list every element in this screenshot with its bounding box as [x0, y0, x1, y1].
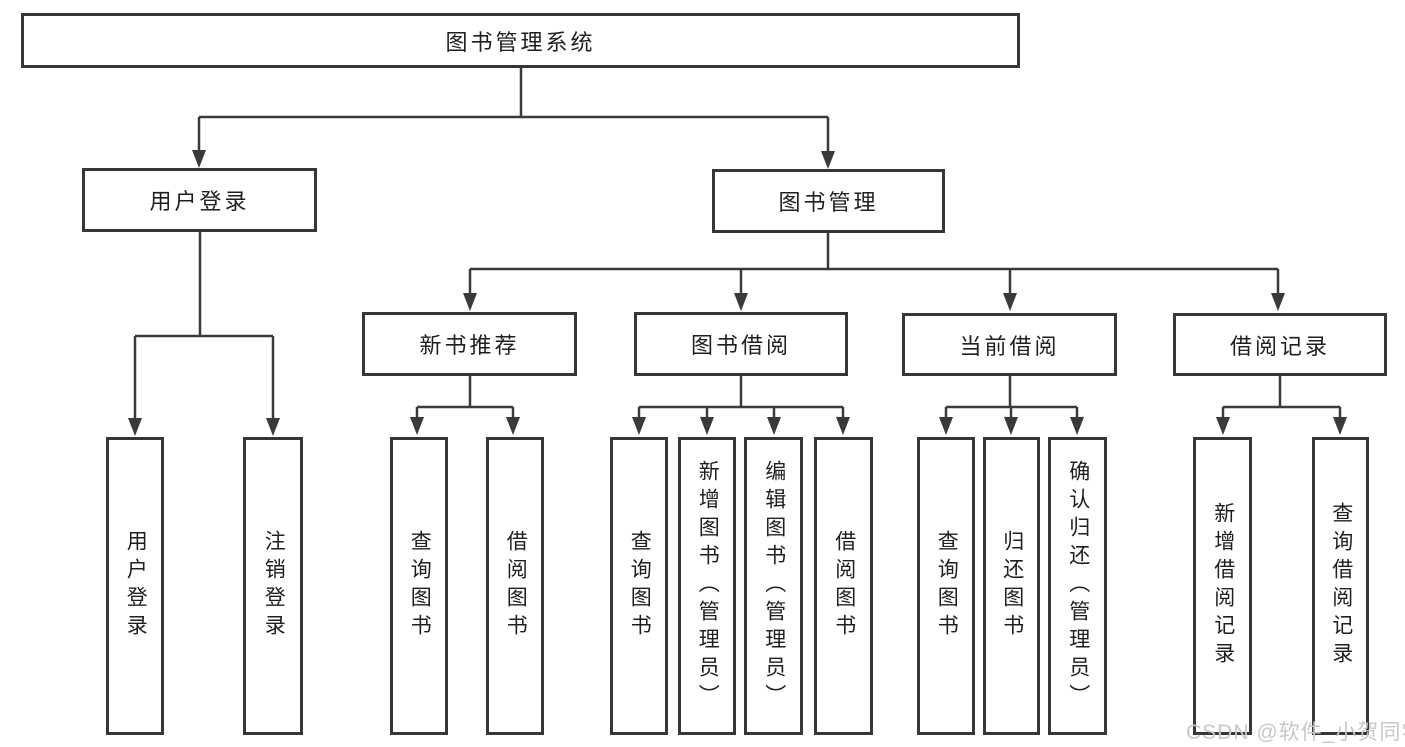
- leaf-user-login-label: 用户登录: [124, 530, 148, 642]
- node-new-book-recommend-label: 新书推荐: [419, 333, 520, 358]
- watermark: CSDN @软件_小贺同学: [1186, 721, 1405, 744]
- arrowheads: [128, 150, 1347, 436]
- node-borrow-records-label: 借阅记录: [1229, 333, 1330, 359]
- leaf-query-book-recommend: 查询图书: [390, 437, 448, 735]
- leaf-confirm-return-admin: 确认归还（管理员）: [1048, 437, 1107, 735]
- leaf-query-borrow-record-label: 查询借阅记录: [1329, 502, 1353, 670]
- node-new-book-recommend: 新书推荐: [362, 312, 577, 376]
- node-current-borrow: 当前借阅: [902, 313, 1117, 376]
- node-user-login-label: 用户登录: [149, 189, 250, 214]
- leaf-add-borrow-record: 新增借阅记录: [1193, 437, 1252, 735]
- leaf-add-book-admin: 新增图书（管理员）: [678, 437, 736, 735]
- node-book-management-label: 图书管理: [778, 190, 879, 215]
- leaf-query-book-recommend-label: 查询图书: [408, 530, 432, 642]
- leaf-user-login: 用户登录: [106, 437, 164, 735]
- leaf-query-book-current: 查询图书: [917, 437, 975, 735]
- leaf-return-book: 归还图书: [983, 437, 1040, 735]
- leaf-query-book-borrow: 查询图书: [610, 437, 668, 735]
- node-user-login: 用户登录: [82, 168, 317, 232]
- leaf-query-borrow-record: 查询借阅记录: [1312, 437, 1369, 735]
- node-root-label: 图书管理系统: [445, 29, 596, 55]
- leaf-borrow-book: 借阅图书: [814, 437, 873, 735]
- leaf-borrow-book-recommend: 借阅图书: [486, 437, 544, 735]
- node-book-management: 图书管理: [712, 169, 945, 233]
- leaf-borrow-book-label: 借阅图书: [832, 530, 856, 642]
- node-book-borrow: 图书借阅: [634, 312, 848, 376]
- node-borrow-records: 借阅记录: [1173, 313, 1387, 376]
- leaf-edit-book-admin-label: 编辑图书（管理员）: [762, 460, 786, 712]
- leaf-borrow-book-recommend-label: 借阅图书: [504, 530, 528, 642]
- leaf-add-book-admin-label: 新增图书（管理员）: [696, 460, 720, 712]
- leaf-add-borrow-record-label: 新增借阅记录: [1211, 502, 1235, 670]
- leaf-query-book-borrow-label: 查询图书: [628, 530, 652, 642]
- leaf-edit-book-admin: 编辑图书（管理员）: [744, 437, 803, 735]
- leaf-logout-label: 注销登录: [262, 530, 286, 642]
- node-current-borrow-label: 当前借阅: [959, 333, 1060, 359]
- node-book-borrow-label: 图书借阅: [690, 333, 791, 358]
- node-root: 图书管理系统: [21, 13, 1020, 68]
- leaf-return-book-label: 归还图书: [1000, 530, 1024, 642]
- leaf-query-book-current-label: 查询图书: [935, 530, 959, 642]
- leaf-logout: 注销登录: [243, 437, 303, 735]
- leaf-confirm-return-admin-label: 确认归还（管理员）: [1066, 460, 1090, 712]
